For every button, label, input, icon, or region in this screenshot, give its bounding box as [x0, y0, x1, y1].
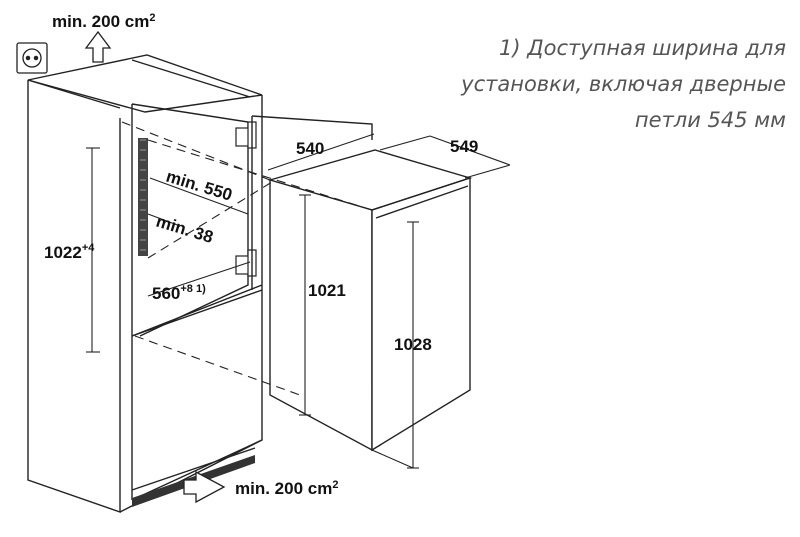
- niche-width-label: 560+8 1): [152, 283, 206, 303]
- vent-top-label: min. 200 cm2: [52, 12, 155, 31]
- appliance-depth-label: 549: [450, 137, 478, 156]
- hinge-top: [235, 121, 257, 149]
- socket-icon: [16, 42, 48, 74]
- niche-back-wall: [138, 138, 148, 256]
- footnote: 1) Доступная ширина для установки, включ…: [446, 30, 786, 138]
- vent-bottom-label: min. 200 cm2: [235, 479, 338, 498]
- appliance-body: [267, 149, 473, 452]
- niche-height-label: 1022+4: [44, 242, 95, 262]
- vent-arrow-up-icon: [84, 30, 112, 63]
- footnote-line-3: петли 545 мм: [634, 108, 786, 132]
- appliance-body-height-label: 1021: [308, 281, 346, 300]
- dimension-lines: [86, 133, 511, 469]
- niche-depth-label: min. 550: [164, 167, 235, 205]
- vent-arrow-right-icon: [183, 470, 226, 504]
- footnote-line-2: установки, включая дверные: [461, 72, 786, 96]
- cabinet-housing: [27, 54, 263, 513]
- footnote-line-1: 1) Доступная ширина для: [498, 36, 786, 60]
- projection-lines: [121, 121, 373, 396]
- side-gap-label: min. 38: [154, 212, 216, 247]
- appliance-total-height-label: 1028: [394, 335, 432, 354]
- appliance-width-label: 540: [296, 139, 324, 158]
